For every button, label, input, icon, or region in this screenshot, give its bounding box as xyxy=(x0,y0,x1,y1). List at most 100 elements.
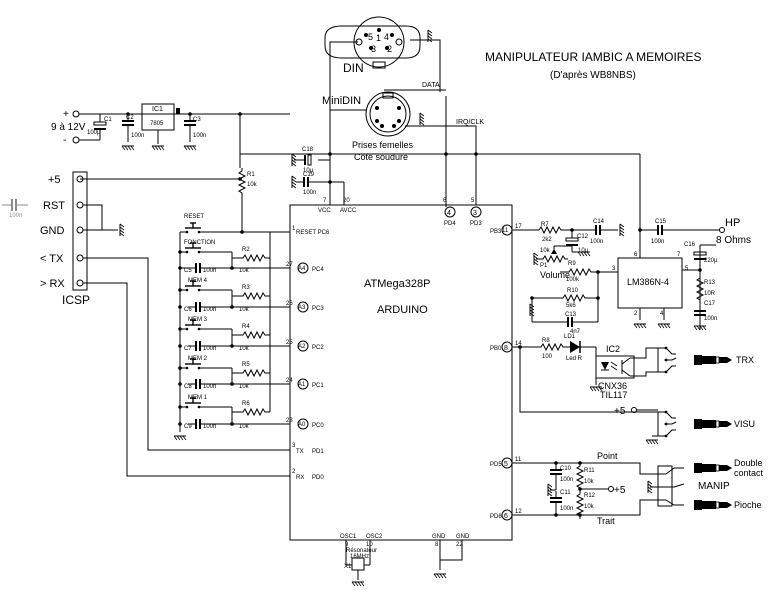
r-value: 10k xyxy=(239,346,250,352)
r-value: 10k xyxy=(239,268,250,274)
c12-value: 10µ xyxy=(578,248,589,254)
amp-pin: 5 xyxy=(685,266,689,272)
c-value: 100n xyxy=(203,384,216,390)
hp-label: HP xyxy=(725,217,740,229)
reset-button-label: RESET xyxy=(184,214,204,220)
icsp-pin-label: RST xyxy=(43,200,65,212)
pd3-pin-num: 5 xyxy=(471,198,475,204)
c19-label: C19 xyxy=(303,172,315,178)
irq-label: IRQ/CLK xyxy=(456,119,484,126)
output-section: R8 100 LD1 Led R IC2 CNX36 TIL117 TRX +5 xyxy=(512,334,755,445)
amp-pin: 7 xyxy=(677,252,681,258)
pc4-pin-label: PC4 xyxy=(312,267,324,273)
c1-value: 100µ xyxy=(87,130,101,136)
double-contact-label: Double xyxy=(734,458,763,468)
pd5-mark: 5 xyxy=(504,461,508,468)
schematic-subtitle: (D'après WB8NBS) xyxy=(550,70,636,81)
r1-value: 10k xyxy=(247,182,258,188)
visu-label: VISU xyxy=(734,419,755,429)
r6-label: R6 xyxy=(242,401,250,407)
x1-label: X1 xyxy=(344,564,352,570)
c18-value: 10µ xyxy=(303,168,314,174)
visu-plus5: +5 xyxy=(614,406,626,417)
pb0-pin-num: 14 xyxy=(515,341,522,347)
pc0-pin-label: PC0 xyxy=(312,423,324,429)
resonator-freq: 16MHz xyxy=(350,554,369,560)
din-pin-label: 2 xyxy=(387,44,392,54)
c11-value: 100n xyxy=(560,506,573,512)
c17-label: C17 xyxy=(704,301,716,307)
r9-label: R9 xyxy=(568,261,576,267)
femelles-label: Prises femelles xyxy=(352,140,414,150)
icsp-pin-label: GND xyxy=(40,225,65,237)
resonator: Résonateur 16MHz X1 xyxy=(344,540,377,587)
c7-label: C7 xyxy=(184,346,192,352)
tx-pin-label: TX xyxy=(296,449,304,455)
gnd1-pin-label: GND xyxy=(432,534,446,540)
point-label: Point xyxy=(597,451,618,461)
connector-wiring: DATA IRQ/CLK xyxy=(329,39,484,205)
c2-label: C2 xyxy=(126,115,134,121)
pd5-pin-num: 11 xyxy=(515,457,522,463)
hp-impedance: 8 Ohms xyxy=(716,235,751,246)
led-label: Led R xyxy=(566,356,583,362)
p1-value: 10k xyxy=(540,248,551,254)
minidin-label: MiniDIN xyxy=(322,95,361,107)
ld1-label: LD1 xyxy=(564,334,576,340)
paddle-section: Point Trait C10 100n C11 100n R11 10k R1… xyxy=(512,451,764,526)
din-connector: 5 1 4 3 2 DIN xyxy=(324,16,433,75)
pc3-mark: A3 xyxy=(298,305,306,311)
mem1-button-label: MEM 1 xyxy=(188,395,208,401)
power-supply: + - 9 à 12V C1 100µ C2 100n IC1 7805 C3 … xyxy=(51,103,290,151)
r12-label: R12 xyxy=(584,493,596,499)
trait-label: Trait xyxy=(597,516,615,526)
vcc-rail: R1 10k xyxy=(80,114,641,258)
c1-label: C1 xyxy=(104,117,112,123)
osc2-pin-label: OSC2 xyxy=(366,534,383,540)
ic1-label: IC1 xyxy=(152,106,163,113)
gnd2-pin-num: 22 xyxy=(456,542,463,548)
r12-value: 10k xyxy=(584,504,595,510)
schematic-title: MANIPULATEUR IAMBIC A MEMOIRES xyxy=(485,50,701,64)
amp-pin: 2 xyxy=(634,311,638,317)
pc2-pin-num: 25 xyxy=(286,340,293,346)
pd1-pin-label: PD1 xyxy=(312,449,324,455)
trx-label: TRX xyxy=(736,355,754,365)
r10-label: R10 xyxy=(567,288,579,294)
pd6-pin-label: PD6 xyxy=(490,514,502,520)
r2-label: R2 xyxy=(242,247,250,253)
amp-pin: 4 xyxy=(660,311,664,317)
c13-value: 4n7 xyxy=(570,329,581,335)
pd0-pin-label: PD0 xyxy=(312,475,324,481)
r7-value: 2k2 xyxy=(542,237,552,243)
pd3-pin-label: PD3 xyxy=(470,221,482,227)
r11-label: R11 xyxy=(584,468,595,474)
din-pin-label: 4 xyxy=(384,32,389,42)
c-value: 100n xyxy=(203,346,216,352)
reset-pin-num: 1 xyxy=(292,226,296,232)
mem4-button-label: MEM 4 xyxy=(188,278,208,284)
femelles-label-2: Côté soudure xyxy=(354,152,408,162)
voltage-label: 9 à 12V xyxy=(51,122,86,133)
gnd1-pin-num: 8 xyxy=(435,542,439,548)
c12-label: C12 xyxy=(577,234,589,240)
pd5-pin-label: PD5 xyxy=(490,462,502,468)
pc1-pin-label: PC1 xyxy=(312,383,324,389)
pc2-mark: A2 xyxy=(298,344,306,350)
mcu-name: ATMega328P xyxy=(364,278,430,290)
pc1-pin-num: 24 xyxy=(286,378,293,384)
icsp-label: ICSP xyxy=(62,293,90,307)
pc2-pin-label: PC2 xyxy=(312,345,324,351)
cnx-label: CNX36 xyxy=(598,381,627,391)
din-pin-label: 5 xyxy=(368,32,373,42)
manip-label: MANIP xyxy=(698,481,730,492)
c14-label: C14 xyxy=(593,219,605,225)
reset-pin-label: RESET PC6 xyxy=(296,230,330,236)
din-pin-label: 1 xyxy=(376,33,381,43)
c9-label: C9 xyxy=(184,424,192,430)
c5-label: C5 xyxy=(184,268,192,274)
minus-label: - xyxy=(63,135,66,146)
tx-pin-num: 3 xyxy=(292,443,296,449)
double-contact-label-2: contact xyxy=(734,468,764,478)
